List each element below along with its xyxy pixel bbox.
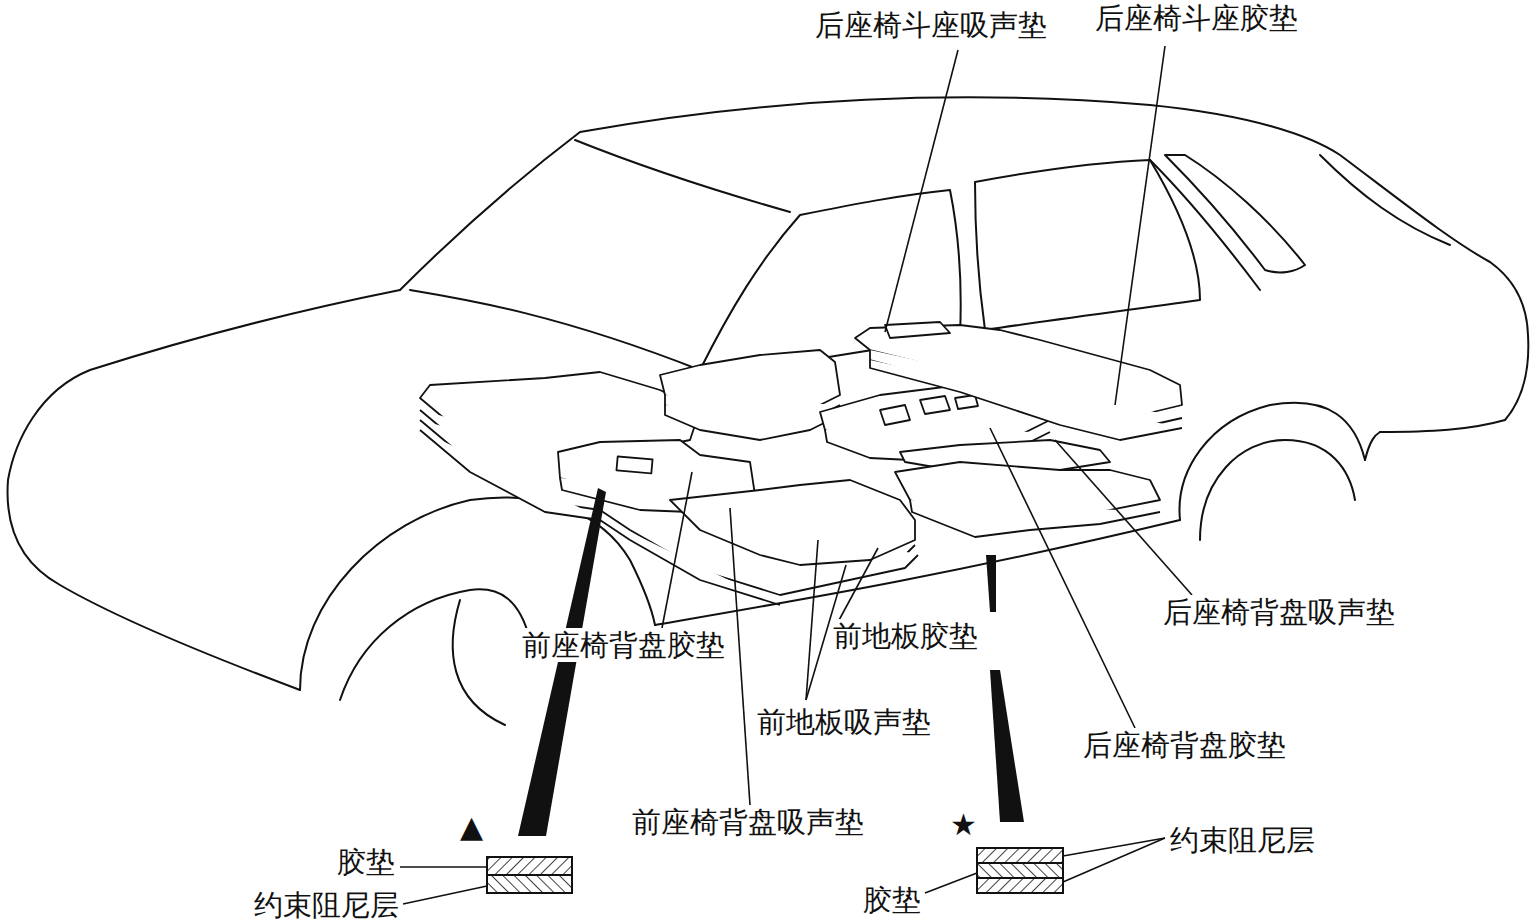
part-label: 胶垫 bbox=[861, 883, 923, 917]
part-label: 后座椅斗座胶垫 bbox=[1093, 1, 1300, 35]
section-symbols bbox=[487, 848, 1063, 893]
floor-pads bbox=[420, 322, 1182, 605]
marker-symbol: ★ bbox=[948, 808, 979, 842]
part-label: 约束阻尼层 bbox=[1168, 823, 1317, 857]
part-label: 约束阻尼层 bbox=[252, 888, 401, 921]
part-label: 前地板胶垫 bbox=[831, 619, 980, 653]
part-label: 后座椅背盘吸声垫 bbox=[1161, 595, 1397, 629]
part-label: 前座椅背盘胶垫 bbox=[520, 628, 727, 662]
part-label: 前地板吸声垫 bbox=[755, 705, 933, 739]
part-label: 后座椅斗座吸声垫 bbox=[813, 8, 1049, 42]
part-label: 前座椅背盘吸声垫 bbox=[630, 805, 866, 839]
marker-symbol: ▲ bbox=[458, 810, 485, 844]
part-label: 后座椅背盘胶垫 bbox=[1081, 728, 1288, 762]
car-body bbox=[8, 97, 1529, 725]
pointer-wedges bbox=[518, 488, 1024, 836]
leader-lines bbox=[400, 46, 1192, 904]
part-label: 胶垫 bbox=[335, 845, 397, 879]
